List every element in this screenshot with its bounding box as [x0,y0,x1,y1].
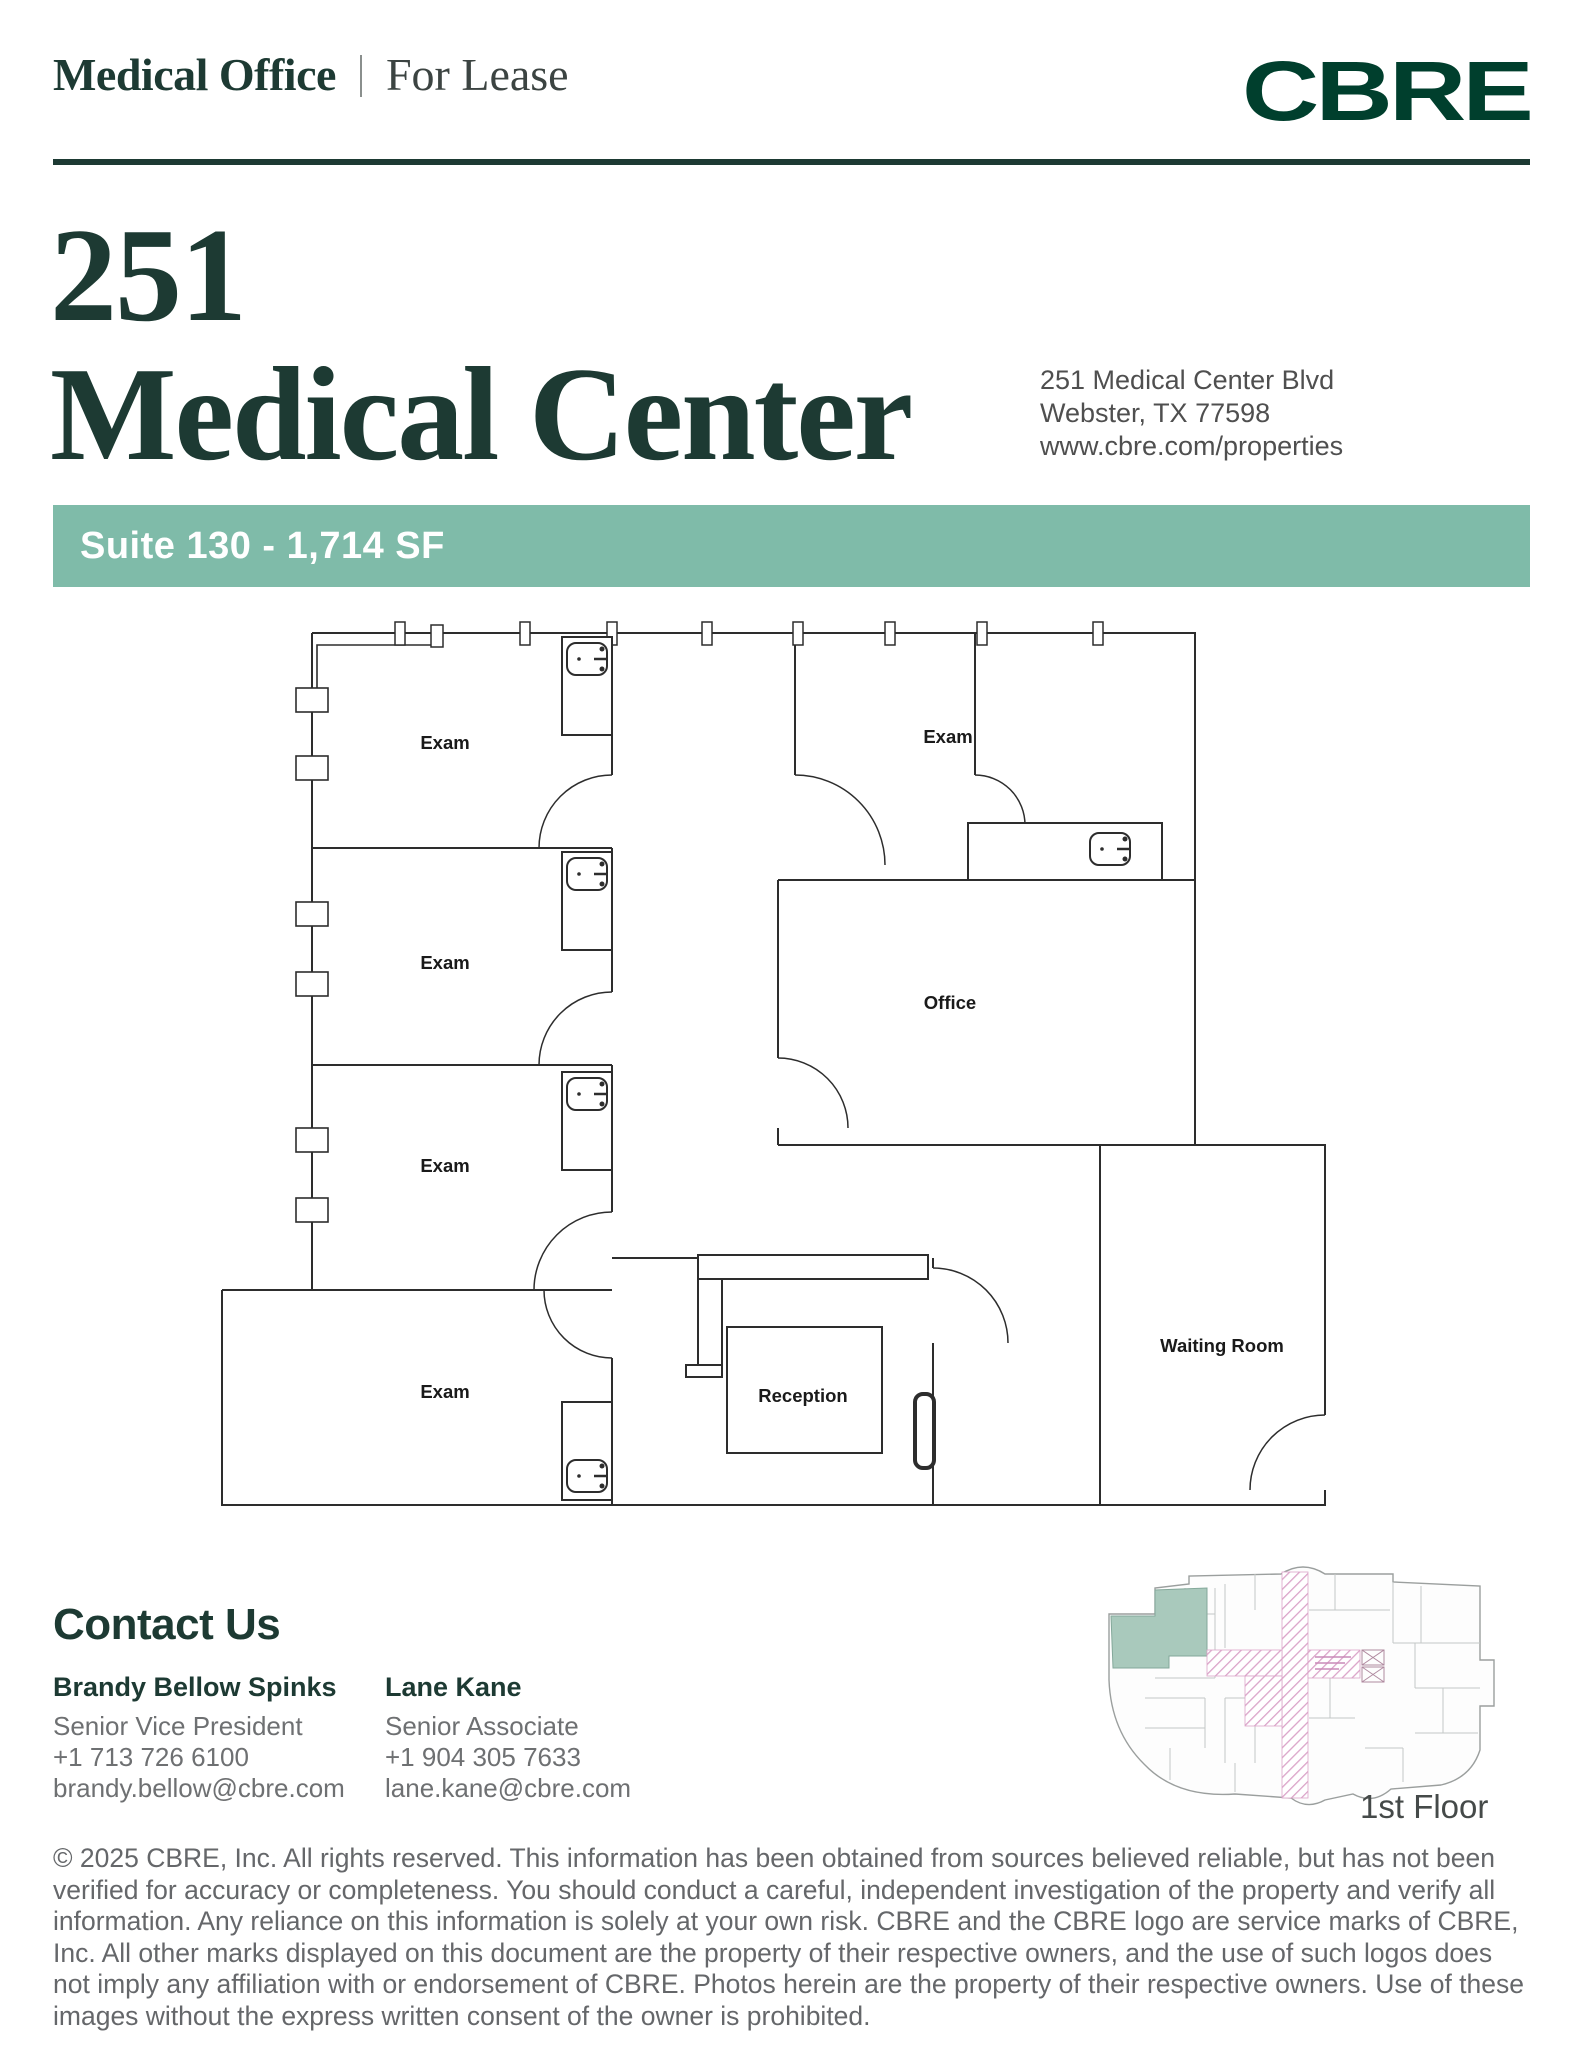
reception-desk-top [697,1254,929,1280]
contact-title: Senior Vice President [53,1711,303,1741]
room-label-office: Office [924,992,976,1013]
reception-room-outline [726,1326,883,1454]
room-label-exam-3: Exam [420,1155,469,1176]
door-arc-entry [1249,1414,1326,1491]
suite-banner-label: Suite 130 - 1,714 SF [80,524,445,567]
masthead-divider [359,55,362,97]
room-label-exam-4: Exam [420,1381,469,1402]
contact-name: Brandy Bellow Spinks [53,1672,337,1702]
property-category: Medical Office [53,49,336,100]
room-label-reception: Reception [758,1385,847,1406]
sink-icon [565,856,610,892]
reception-desk-side [697,1278,723,1368]
property-title-line2: Medical Center [50,340,913,488]
window-bay-detail [316,633,438,700]
property-address: 251 Medical Center Blvd Webster, TX 7759… [1040,364,1343,463]
door-arc-exam3 [533,1211,613,1291]
building-key-plan [1108,1566,1495,1806]
common-area-hatch [1206,1571,1361,1799]
door-arc-exam2 [538,991,613,1066]
door-arcs [533,774,1326,1491]
masthead: Medical Office For Lease [53,48,569,101]
contact-phone: +1 713 726 6100 [53,1742,249,1772]
property-title-line1: 251 [50,201,247,349]
sink-icon [1088,831,1133,867]
contact-email: lane.kane@cbre.com [385,1773,632,1803]
elevator-icons [1361,1649,1385,1683]
door-arc-corridor [794,774,886,866]
address-city: Webster, TX 77598 [1040,398,1271,428]
contact-phone: +1 904 305 7633 [385,1742,581,1772]
contact-email: brandy.bellow@cbre.com [53,1773,345,1803]
column-ticks [394,621,1104,648]
contact-name: Lane Kane [385,1672,522,1702]
door-arc-exam-right [974,774,1026,826]
wall-outer-bottom-left [221,1290,1326,1506]
door-arc-exam4 [543,1289,613,1359]
suite-banner: Suite 130 - 1,714 SF [53,505,1530,587]
wall-exam-partitions [312,847,612,1066]
key-plan-note-lines [1315,1656,1351,1670]
cbre-logo-text: CBRE [1242,56,1530,128]
plan-walls [221,632,1326,1506]
reception-desk-foot [685,1364,723,1378]
sink-icon [565,1076,610,1112]
room-label-exam-1: Exam [420,732,469,753]
suite-highlight [1110,1587,1208,1669]
door-arc-waiting-hall [932,1267,1009,1344]
property-website: www.cbre.com/properties [1040,431,1344,461]
counter-office [967,822,1163,881]
plan-fixtures [561,636,1163,1501]
contact-card: Lane Kane Senior Associate +1 904 305 76… [385,1672,631,1804]
door-arc-office [777,1057,849,1129]
address-street: 251 Medical Center Blvd [1040,365,1335,395]
cbre-logo: CBRE [1242,56,1530,128]
contact-heading: Contact Us [53,1600,281,1649]
room-label-waiting-room: Waiting Room [1160,1335,1284,1356]
property-title: 251 Medical Center [50,201,913,488]
suite-floor-plan: Exam Exam Exam Exam Exam Office Receptio… [221,621,1326,1506]
window-mullions [295,687,329,1223]
sink-icon [565,1458,610,1494]
header-rule [53,159,1530,165]
contact-card: Brandy Bellow Spinks Senior Vice Preside… [53,1672,345,1804]
sink-icon [565,641,610,677]
legal-disclaimer: © 2025 CBRE, Inc. All rights reserved. T… [53,1843,1525,2031]
room-label-exam-right: Exam [923,726,972,747]
lease-status: For Lease [385,49,569,100]
floor-label: 1st Floor [1360,1788,1489,1825]
door-arc-exam1 [538,774,613,849]
contact-title: Senior Associate [385,1711,579,1741]
wall-pillar [913,1392,936,1470]
room-label-exam-2: Exam [420,952,469,973]
